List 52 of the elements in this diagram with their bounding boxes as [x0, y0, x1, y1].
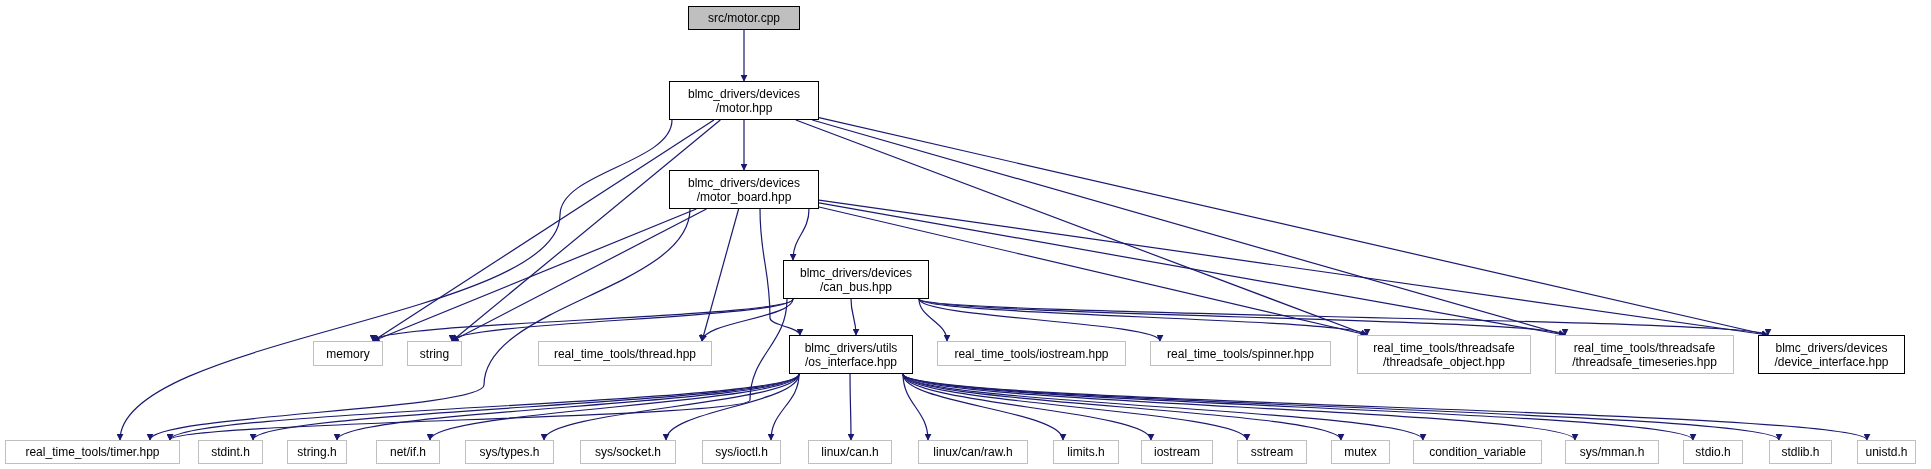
- arrow: [740, 29, 748, 82]
- arrow: [918, 298, 950, 342]
- file-node: limits.h: [1053, 440, 1119, 464]
- file-node: real_time_tools/iostream.hpp: [937, 341, 1126, 366]
- arrow: [451, 298, 794, 342]
- arrow: [918, 298, 1769, 337]
- file-node: sys/socket.h: [580, 440, 676, 464]
- file-node: real_time_tools/timer.hpp: [5, 440, 180, 464]
- arrow: [918, 298, 1566, 337]
- arrow: [759, 208, 802, 336]
- arrow: [850, 298, 860, 336]
- arrow: [429, 373, 800, 441]
- arrow: [818, 117, 1769, 337]
- file-node: linux/can.h: [808, 440, 892, 464]
- file-node: net/if.h: [376, 440, 440, 464]
- file-node: string.h: [287, 440, 347, 464]
- file-node: real_time_tools/threadsafe /threadsafe_timeseries.hpp: [1555, 335, 1734, 374]
- arrow: [169, 298, 788, 442]
- file-node: unistd.h: [1857, 440, 1916, 464]
- file-node: stdio.h: [1683, 440, 1743, 464]
- file-node: blmc_drivers/devices /motor.hpp: [669, 81, 819, 120]
- file-node: sys/mman.h: [1565, 440, 1659, 464]
- file-node: real_time_tools/spinner.hpp: [1150, 341, 1331, 366]
- file-node: sys/types.h: [465, 440, 554, 464]
- arrow: [700, 208, 740, 342]
- file-node: stdint.h: [198, 440, 263, 464]
- file-node: sstream: [1237, 440, 1307, 464]
- arrow: [149, 208, 691, 441]
- file-node: sys/ioctl.h: [702, 440, 781, 464]
- arrow: [768, 373, 800, 441]
- arrow: [740, 119, 748, 171]
- file-node: blmc_drivers/devices /device_interface.hpp: [1758, 335, 1905, 374]
- file-node: mutex: [1331, 440, 1390, 464]
- file-node: src/motor.cpp: [688, 6, 800, 30]
- arrow: [902, 373, 932, 441]
- file-node: blmc_drivers/utils /os_interface.hpp: [789, 335, 913, 374]
- file-node: real_time_tools/threadsafe /threadsafe_object.hpp: [1357, 335, 1531, 374]
- file-node: stdlib.h: [1769, 440, 1832, 464]
- file-node: blmc_drivers/devices /can_bus.hpp: [783, 260, 929, 299]
- file-node: condition_variable: [1413, 440, 1542, 464]
- arrow: [789, 208, 810, 261]
- arrow: [372, 119, 715, 342]
- arrow: [918, 298, 1161, 342]
- arrow: [118, 119, 673, 441]
- file-node: string: [407, 341, 462, 366]
- arrow: [847, 373, 855, 441]
- file-node: blmc_drivers/devices /motor_board.hpp: [669, 170, 819, 209]
- arrow: [701, 298, 794, 342]
- file-node: memory: [313, 341, 383, 366]
- file-node: real_time_tools/thread.hpp: [538, 341, 712, 366]
- file-node: linux/can/raw.h: [918, 440, 1028, 464]
- file-node: iostream: [1141, 440, 1213, 464]
